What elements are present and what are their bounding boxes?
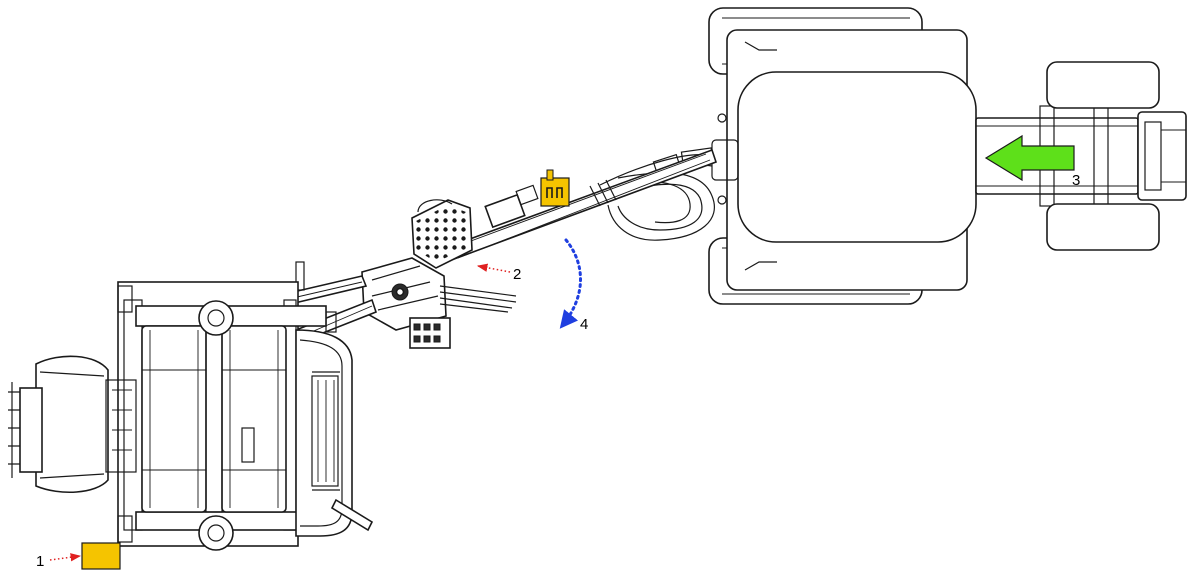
gearbox-cluster: [274, 257, 517, 349]
drawbar: [438, 148, 718, 263]
tractor: [708, 7, 1187, 305]
support-wheel-top: [198, 300, 234, 336]
support-wheel-bottom: [198, 515, 234, 551]
implement-warning-marker: [81, 542, 121, 570]
callout-2-label: 2: [513, 266, 521, 283]
pickup-unit: [35, 355, 109, 494]
tractor-front-wheel-top: [1046, 61, 1160, 109]
implement: [8, 281, 374, 551]
perforated-guard: [411, 199, 473, 269]
callout-2-pointer: [476, 263, 511, 273]
callout-1-pointer: [49, 553, 82, 562]
callout-1-label: 1: [36, 553, 44, 570]
rotor-right: [221, 325, 287, 513]
rotation-arrow: [559, 238, 582, 329]
drawbar-warning-marker: [540, 169, 570, 207]
tractor-cab: [737, 71, 977, 243]
callout-4-label: 4: [580, 316, 588, 333]
tractor-front-wheel-bottom: [1046, 203, 1160, 251]
callout-3-label: 3: [1072, 172, 1080, 189]
rotor-left: [141, 325, 207, 513]
travel-direction-arrow: [984, 134, 1075, 182]
